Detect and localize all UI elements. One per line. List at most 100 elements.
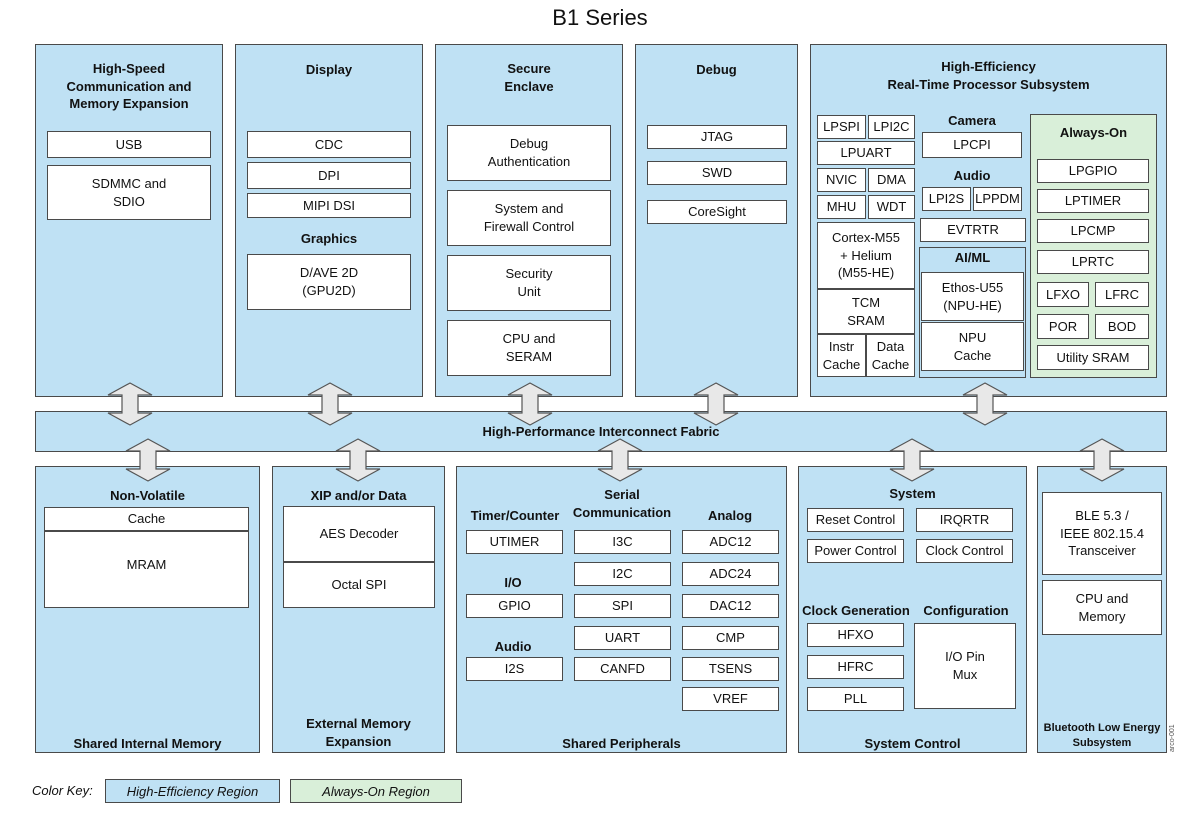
cdc-block: CDC (247, 131, 411, 158)
i3c-block: I3C (574, 530, 671, 554)
io-title: I/O (504, 575, 522, 590)
i2c-block: I2C (574, 562, 671, 586)
clock-control-block: Clock Control (916, 539, 1013, 563)
lfxo-block: LFXO (1037, 282, 1089, 307)
data-cache-block: Data Cache (866, 334, 915, 377)
arrow-secure-fabric (507, 382, 553, 426)
arrow-debug-fabric (693, 382, 739, 426)
debug-auth-block: Debug Authentication (447, 125, 611, 181)
lpgpio-block: LPGPIO (1037, 159, 1149, 183)
mhu-block: MHU (817, 195, 866, 219)
arrow-display-fabric (307, 382, 353, 426)
evtrtr-block: EVTRTR (920, 218, 1026, 242)
hfrc-block: HFRC (807, 655, 904, 679)
ethos-u55-block: Ethos-U55 (NPU-HE) (921, 272, 1024, 321)
region-high-speed (35, 44, 223, 397)
region-display (235, 44, 423, 397)
aes-decoder-block: AES Decoder (283, 506, 435, 562)
mipi-dsi-block: MIPI DSI (247, 193, 411, 218)
cmp-block: CMP (682, 626, 779, 650)
lprtc-block: LPRTC (1037, 250, 1149, 274)
arrow-fabric-peripherals (597, 438, 643, 482)
system-control-footer: System Control (864, 736, 961, 751)
key-high-efficiency: High-Efficiency Region (105, 779, 280, 803)
utility-sram-block: Utility SRAM (1037, 345, 1149, 370)
adc24-block: ADC24 (682, 562, 779, 586)
tcm-sram-block: TCM SRAM (817, 289, 915, 334)
irqrtr-block: IRQRTR (916, 508, 1013, 532)
mram-block: MRAM (44, 531, 249, 608)
audio-title: Audio (953, 168, 991, 183)
bod-block: BOD (1095, 314, 1149, 339)
security-unit-block: Security Unit (447, 255, 611, 311)
gpio-block: GPIO (466, 594, 563, 618)
npu-cache-block: NPU Cache (921, 322, 1024, 371)
system-firewall-block: System and Firewall Control (447, 190, 611, 246)
display-title: Display (305, 62, 353, 77)
i2s-block: I2S (466, 657, 563, 681)
sdmmc-block: SDMMC and SDIO (47, 165, 211, 220)
color-key-label: Color Key: (32, 783, 93, 798)
utimer-block: UTIMER (466, 530, 563, 554)
octal-spi-block: Octal SPI (283, 562, 435, 608)
adc12-block: ADC12 (682, 530, 779, 554)
arrow-fabric-ble (1079, 438, 1125, 482)
always-on-title: Always-On (1059, 125, 1128, 140)
jtag-block: JTAG (647, 125, 787, 149)
shared-peripherals-footer: Shared Peripherals (562, 736, 681, 751)
nvic-block: NVIC (817, 168, 866, 192)
lpuart-block: LPUART (817, 141, 915, 165)
pll-block: PLL (807, 687, 904, 711)
vref-block: VREF (682, 687, 779, 711)
serial-comm-title: Serial Communication (572, 487, 672, 520)
configuration-title: Configuration (923, 603, 1009, 618)
lppdm-block: LPPDM (973, 187, 1022, 211)
analog-title: Analog (707, 508, 753, 523)
arrow-fabric-system (889, 438, 935, 482)
secure-enclave-title: Secure Enclave (504, 61, 554, 94)
dave-2d-block: D/AVE 2D (GPU2D) (247, 254, 411, 310)
dma-block: DMA (868, 168, 915, 192)
cpu-seram-block: CPU and SERAM (447, 320, 611, 376)
aiml-title: AI/ML (954, 250, 991, 265)
dac12-block: DAC12 (682, 594, 779, 618)
debug-title: Debug (696, 62, 737, 77)
lpi2s-block: LPI2S (922, 187, 971, 211)
xip-data-title: XIP and/or Data (310, 488, 407, 503)
lptimer-block: LPTIMER (1037, 189, 1149, 213)
arrow-fabric-memory (125, 438, 171, 482)
lfrc-block: LFRC (1095, 282, 1149, 307)
power-control-block: Power Control (807, 539, 904, 563)
arrow-hs-fabric (107, 382, 153, 426)
clock-generation-title: Clock Generation (802, 603, 910, 618)
lpspi-block: LPSPI (817, 115, 866, 139)
wdt-block: WDT (868, 195, 915, 219)
tsens-block: TSENS (682, 657, 779, 681)
dpi-block: DPI (247, 162, 411, 189)
canfd-block: CANFD (574, 657, 671, 681)
high-speed-title: High-Speed Communication and Memory Expa… (66, 61, 192, 112)
aiml-group (919, 247, 1026, 378)
ble-transceiver-block: BLE 5.3 / IEEE 802.15.4 Transceiver (1042, 492, 1162, 575)
uart-block: UART (574, 626, 671, 650)
swd-block: SWD (647, 161, 787, 185)
io-pin-mux-block: I/O Pin Mux (914, 623, 1016, 709)
cache-block: Cache (44, 507, 249, 531)
cortex-m55-block: Cortex-M55 + Helium (M55-HE) (817, 222, 915, 289)
ble-subsystem-footer: Bluetooth Low Energy Subsystem (1043, 722, 1161, 749)
arrow-fabric-external (335, 438, 381, 482)
hfxo-block: HFXO (807, 623, 904, 647)
reset-control-block: Reset Control (807, 508, 904, 532)
external-memory-footer: External Memory Expansion (306, 716, 411, 749)
ble-cpu-memory-block: CPU and Memory (1042, 580, 1162, 635)
graphics-title: Graphics (300, 231, 358, 246)
timer-counter-title: Timer/Counter (470, 508, 560, 523)
arrow-he-fabric (962, 382, 1008, 426)
system-title: System (889, 486, 936, 501)
usb-block: USB (47, 131, 211, 158)
camera-title: Camera (948, 113, 996, 128)
diagram-title: B1 Series (552, 5, 648, 30)
por-block: POR (1037, 314, 1089, 339)
shared-internal-memory-footer: Shared Internal Memory (73, 736, 222, 751)
